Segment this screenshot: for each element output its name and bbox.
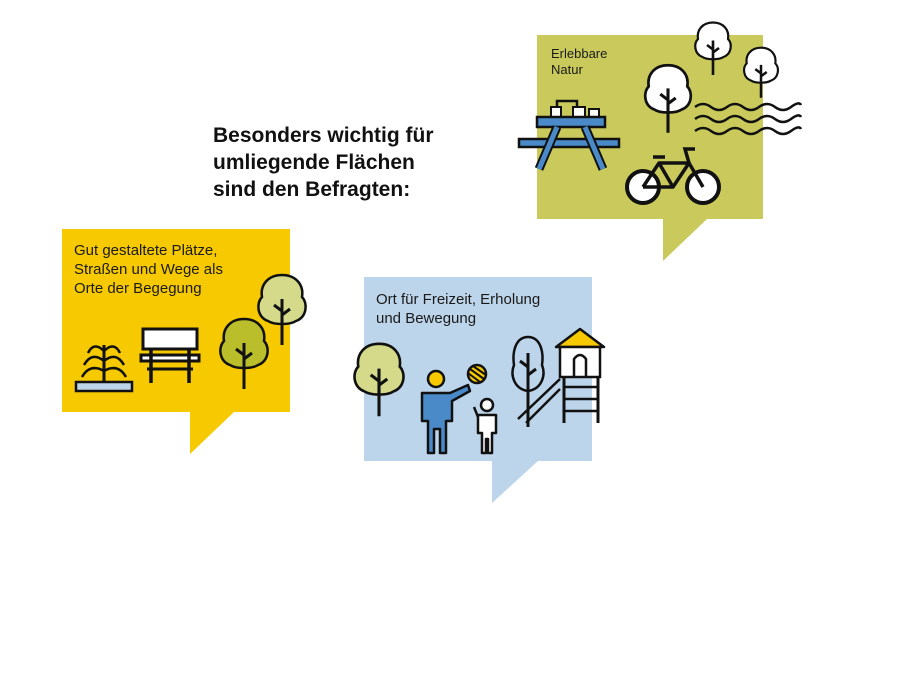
bench-icon <box>139 327 201 383</box>
ball-icon <box>466 363 488 385</box>
speech-bubble-blue <box>364 277 592 503</box>
bubble-nature: Erlebbare Natur <box>517 21 803 265</box>
tree-icon <box>743 46 779 98</box>
adult-throwing-ball-icon <box>420 369 472 455</box>
tree-icon <box>694 21 732 75</box>
infographic-heading: Besonders wichtig für umliegende Flächen… <box>213 124 434 201</box>
tree-icon <box>257 273 307 345</box>
bubble-label-leisure: Ort für Freizeit, Erholung und Bewegung <box>376 291 541 327</box>
bubble-leisure: Ort für Freizeit, Erholung und Bewegung <box>353 277 606 505</box>
bubble-label-public-spaces: Gut gestaltete Plätze, Straßen und Wege … <box>74 242 223 297</box>
tree-icon <box>353 342 405 417</box>
bubble-label-nature: Erlebbare Natur <box>551 46 608 77</box>
bicycle-icon <box>625 147 721 205</box>
tree-icon <box>219 317 269 389</box>
tree-icon <box>511 335 545 427</box>
picnic-table-icon <box>517 99 621 171</box>
playground-slide-icon <box>517 327 606 424</box>
child-icon <box>472 397 498 455</box>
tree-icon <box>643 63 693 133</box>
water-waves-icon <box>694 102 803 136</box>
bubble-public-spaces: Gut gestaltete Plätze, Straßen und Wege … <box>62 229 307 457</box>
fountain-icon <box>74 345 134 393</box>
